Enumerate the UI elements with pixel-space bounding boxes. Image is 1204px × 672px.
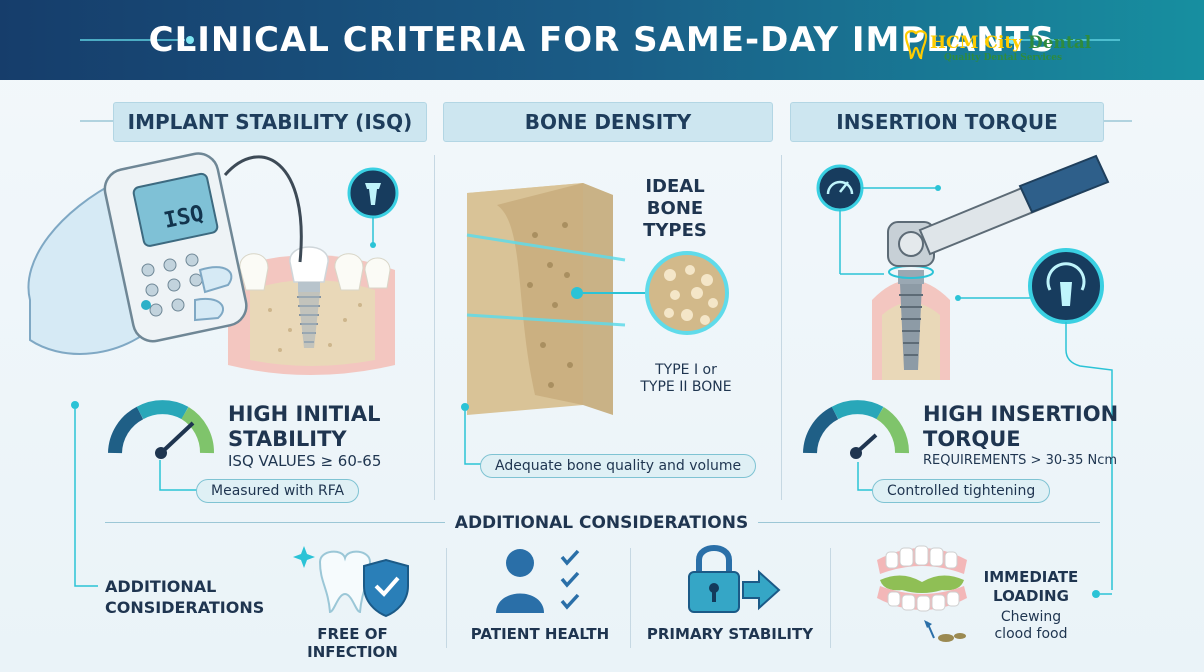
header-banner: [0, 0, 1204, 80]
header-decor-lines: [80, 36, 1120, 44]
torque-illustration: [816, 154, 1113, 590]
chewing-food-label: Chewing clood food: [994, 609, 1068, 642]
person-checklist-icon: [496, 549, 580, 613]
bottom-divider: [446, 548, 447, 648]
loading-connector: [1092, 590, 1112, 598]
isq-illustration: [27, 152, 395, 375]
section-rule-left: [105, 522, 445, 523]
rfa-pill: Measured with RFA: [196, 479, 360, 503]
teeth-chewing-icon: [877, 545, 967, 642]
bone-block-illustration: [466, 183, 729, 415]
insertion-torque-title: INSERTION TORQUE: [790, 102, 1104, 142]
column-divider: [781, 155, 782, 500]
bottom-divider: [830, 548, 831, 648]
implant-badge-icon: [347, 167, 399, 248]
stability-connector: [159, 460, 202, 491]
torque-headline: HIGH INSERTION TORQUE: [923, 402, 1119, 451]
additional-section-title: ADDITIONAL CONSIDERATIONS: [454, 513, 749, 533]
column-divider: [434, 155, 435, 500]
torque-requirements-label: REQUIREMENTS > 30-35 Ncm: [923, 453, 1118, 468]
stability-gauge-icon: [108, 400, 214, 459]
stability-headline: HIGH INITIAL STABILITY: [228, 402, 381, 451]
stability-title: IMPLANT STABILITY (ISQ): [113, 102, 427, 142]
logo-name: HCM City Dental: [930, 33, 1092, 53]
left-side-connector: [71, 401, 98, 587]
bone-quality-pill: Adequate bone quality and volume: [480, 454, 757, 478]
lock-arrow-icon: [688, 545, 781, 613]
tooth-shield-icon: [293, 546, 409, 618]
torque-gauge-icon: [803, 400, 909, 459]
isq-values-label: ISQ VALUES ≥ 60-65: [228, 452, 382, 470]
bottom-divider: [630, 548, 631, 648]
logo-tagline: Quality Dental Services: [944, 53, 1063, 63]
patient-health-label: PATIENT HEALTH: [470, 625, 610, 643]
page-title: CLINICAL CRITERIA FOR SAME-DAY IMPLANTS: [148, 20, 1056, 60]
torque-connector: [857, 462, 876, 491]
bone-type-label: TYPE I or TYPE II BONE: [640, 362, 732, 395]
bone-density-title: BONE DENSITY: [443, 102, 773, 142]
section-rule-right: [758, 522, 1100, 523]
column-title-connectors: [80, 120, 1132, 122]
primary-stability-label: PRIMARY STABILITY: [646, 625, 814, 643]
ideal-bone-types-label: IDEAL BONE TYPES: [643, 176, 707, 241]
controlled-tightening-pill: Controlled tightening: [872, 479, 1051, 503]
tooth-logo-icon: [904, 30, 928, 60]
additional-side-label: ADDITIONAL CONSIDERATIONS: [105, 577, 265, 617]
immediate-loading-label: IMMEDIATE LOADING: [983, 568, 1079, 605]
free-of-infection-label: FREE OF INFECTION: [307, 625, 398, 661]
